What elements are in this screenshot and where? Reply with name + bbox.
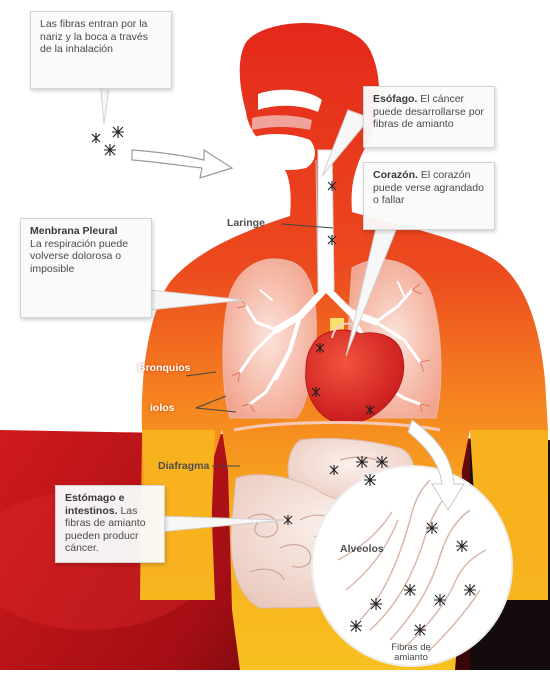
diafragma-label: Diafragma [158, 460, 209, 472]
alveolos-label: Alveolos [340, 543, 384, 555]
alveoli-zoom-circle [312, 466, 512, 666]
esofago-callout: Esófago. El cáncer puede desarrollarse p… [363, 86, 495, 148]
pleural-title: Menbrana Pleural [30, 225, 118, 237]
corazon-callout: Corazón. El corazón puede verse agrandad… [363, 162, 495, 230]
pleural-text: La respiración puede volverse dolorosa o… [30, 238, 128, 275]
bronquios-label: Bronquios [138, 362, 191, 374]
fibras-label: Fibras de amianto [380, 643, 442, 663]
laringe-label: Laringe [227, 217, 265, 229]
estomago-title: Estómago e intestinos. [65, 492, 125, 517]
left-lung [223, 259, 316, 418]
bronquiolos-label: iolos [150, 402, 175, 414]
inhalation-text: Las fibras entran por la nariz y la boca… [40, 18, 148, 55]
inhalation-arrow [132, 150, 232, 178]
mouth-cavity [246, 134, 315, 170]
estomago-callout: Estómago e intestinos. Las fibras de ami… [55, 485, 165, 563]
pleural-callout: Menbrana Pleural La respiración puede vo… [20, 218, 152, 318]
inhalation-callout: Las fibras entran por la nariz y la boca… [30, 11, 172, 89]
esofago-title: Esófago. [373, 93, 417, 105]
corazon-title: Corazón. [373, 169, 418, 181]
